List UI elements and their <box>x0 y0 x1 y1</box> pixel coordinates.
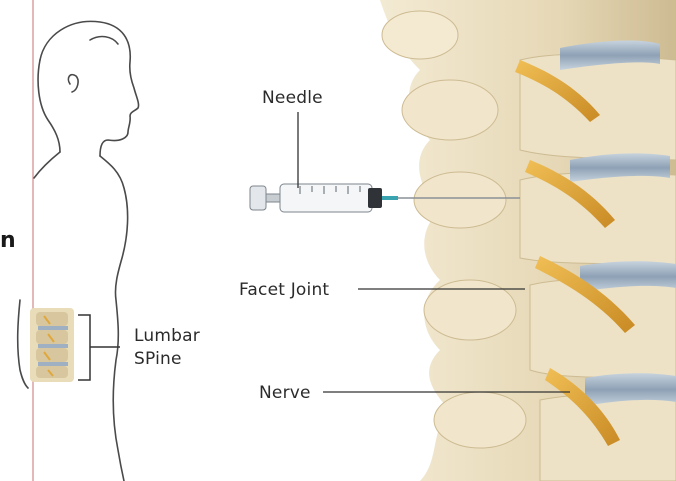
human-outline <box>18 21 139 481</box>
lumbar-label-line2: SPine <box>134 349 182 369</box>
needle-label: Needle <box>262 88 323 108</box>
facet-joint-label: Facet Joint <box>239 280 329 300</box>
lumbar-label-line1: Lumbar <box>134 326 200 346</box>
nerve-label: Nerve <box>259 383 311 403</box>
lumbar-spine-inset <box>30 308 74 382</box>
lumbar-bracket <box>78 315 120 380</box>
cropped-text-fragment: n <box>0 228 16 253</box>
